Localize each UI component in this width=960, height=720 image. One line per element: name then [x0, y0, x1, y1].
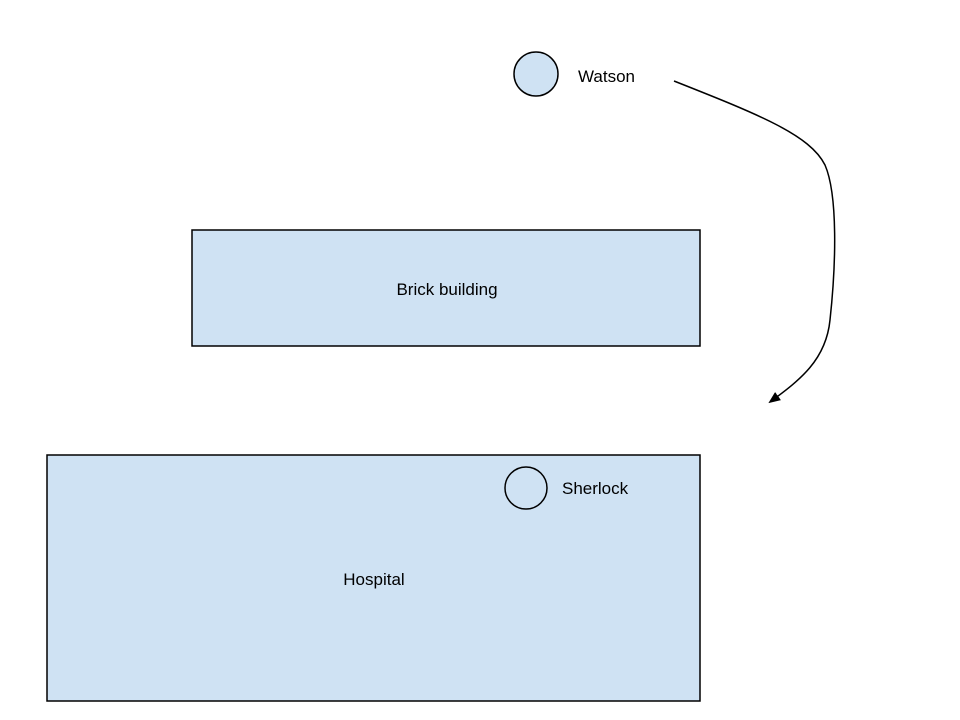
sherlock-node[interactable]: [504, 466, 548, 510]
watson-node[interactable]: [513, 51, 559, 97]
hospital-label: Hospital: [343, 570, 404, 589]
watson-path-arrow: [673, 80, 836, 404]
sherlock-label: Sherlock: [562, 479, 629, 498]
brick-building-label: Brick building: [396, 280, 497, 299]
hospital-box[interactable]: [46, 454, 701, 702]
brick-building-box[interactable]: [191, 229, 701, 347]
watson-label: Watson: [578, 67, 635, 86]
